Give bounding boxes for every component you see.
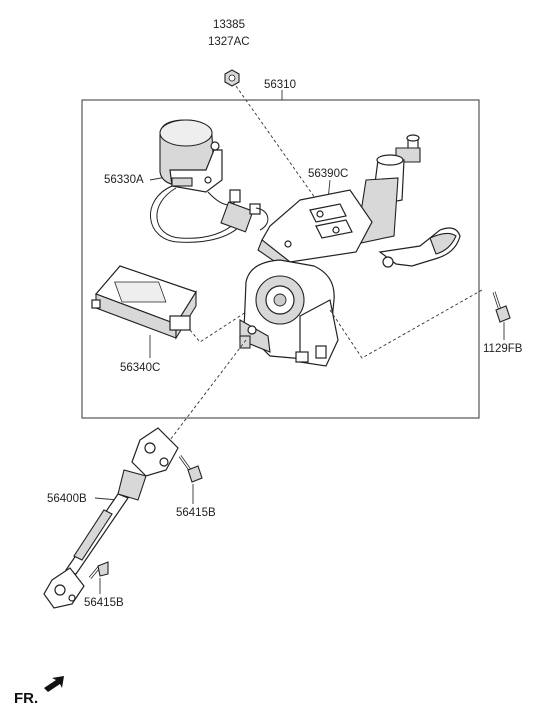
label-56330a: 56330A [104, 174, 144, 186]
ecu-dashed-leader [189, 311, 247, 343]
shaft-dashed-leader [169, 339, 247, 441]
label-56390c: 56390C [308, 168, 348, 180]
front-label: FR. [14, 690, 38, 707]
tilt-lever-part[interactable] [378, 227, 461, 268]
label-56310: 56310 [264, 79, 296, 91]
nut-13385-part[interactable] [224, 69, 240, 87]
bolt-1129fb-part[interactable] [492, 291, 511, 323]
label-56340c: 56340C [120, 362, 160, 374]
bolt-56415b-lower-part[interactable] [88, 561, 109, 579]
motor-56330a-part[interactable] [159, 119, 223, 193]
label-1327ac: 1327AC [208, 36, 250, 48]
assembly-frame [81, 99, 480, 419]
label-1129fb: 1129FB [483, 343, 523, 355]
bracket-56390c-part[interactable] [257, 189, 373, 274]
label-13385: 13385 [213, 19, 245, 31]
label-56415b-lower: 56415B [84, 597, 124, 609]
nut-dashed-leader [235, 85, 321, 206]
intermediate-shaft-56400b-part[interactable] [43, 427, 179, 609]
bolt-56415b-upper-part[interactable] [178, 455, 203, 483]
ecu-56340c-part[interactable] [91, 265, 197, 340]
connector-part[interactable] [220, 189, 269, 233]
label-56400b: 56400B [47, 493, 87, 505]
bolt-right-dashed-leader [329, 289, 483, 359]
label-56415b-upper: 56415B [176, 507, 216, 519]
gear-housing-part[interactable] [239, 259, 339, 367]
front-arrow-icon [44, 676, 64, 692]
